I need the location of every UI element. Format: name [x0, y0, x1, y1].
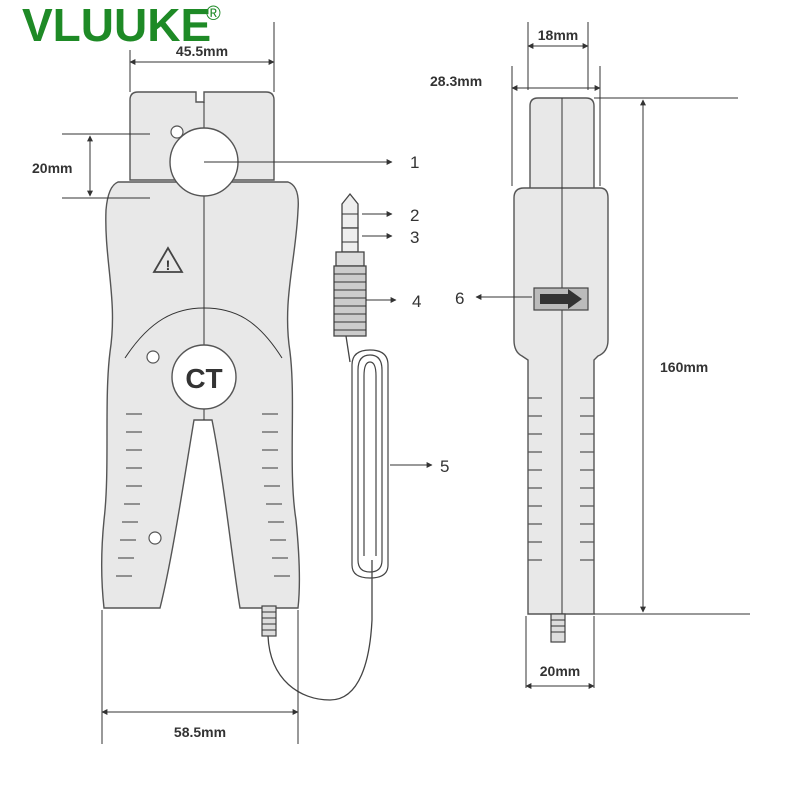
ct-label: CT — [185, 363, 222, 394]
svg-text:18mm: 18mm — [538, 27, 578, 43]
dimension-jaw-width: 45.5mm — [129, 22, 275, 92]
svg-text:20mm: 20mm — [32, 160, 72, 176]
audio-jack-plug — [333, 192, 367, 337]
callout-4: 4 — [412, 292, 421, 311]
clamp-front-view: ! CT — [100, 91, 301, 637]
dimension-jaw-opening: 20mm — [32, 133, 150, 199]
cable-coil — [351, 349, 389, 579]
warning-icon: ! — [152, 246, 184, 273]
ct-badge — [171, 344, 237, 410]
side-body — [513, 187, 609, 615]
cable-strain-relief — [261, 605, 277, 637]
callout-6: 6 — [455, 289, 464, 308]
dimension-side-depth: 28.3mm — [430, 66, 601, 186]
dimension-length: 160mm — [594, 97, 750, 615]
clamp-side-view — [513, 97, 609, 643]
body-hole-lower — [148, 531, 162, 545]
grip-slots-right — [262, 413, 290, 577]
grip-slots-left — [116, 413, 142, 577]
callout-1: 1 — [410, 153, 419, 172]
svg-text:!: ! — [166, 257, 171, 273]
side-cable-strain-relief — [550, 613, 566, 643]
callout-5: 5 — [440, 457, 449, 476]
registered-mark: ® — [206, 3, 221, 25]
svg-text:45.5mm: 45.5mm — [176, 43, 228, 59]
dimension-side-top-width: 18mm — [527, 22, 589, 90]
arrow-right-icon — [540, 289, 582, 309]
side-grip-slots — [528, 397, 594, 561]
svg-text:20mm: 20mm — [540, 663, 580, 679]
dimension-side-bottom-width: 20mm — [525, 616, 595, 689]
dimension-body-width: 58.5mm — [101, 610, 299, 744]
plug-grip — [333, 265, 367, 337]
body-hole-upper — [146, 350, 160, 364]
callout-3: 3 — [410, 228, 419, 247]
svg-text:160mm: 160mm — [660, 359, 708, 375]
cable — [267, 560, 373, 701]
svg-text:58.5mm: 58.5mm — [174, 724, 226, 740]
callout-2: 2 — [410, 206, 419, 225]
svg-text:28.3mm: 28.3mm — [430, 73, 482, 89]
jaw-pivot-hole — [170, 125, 184, 139]
brand-logo: VLUUKE — [22, 0, 211, 51]
